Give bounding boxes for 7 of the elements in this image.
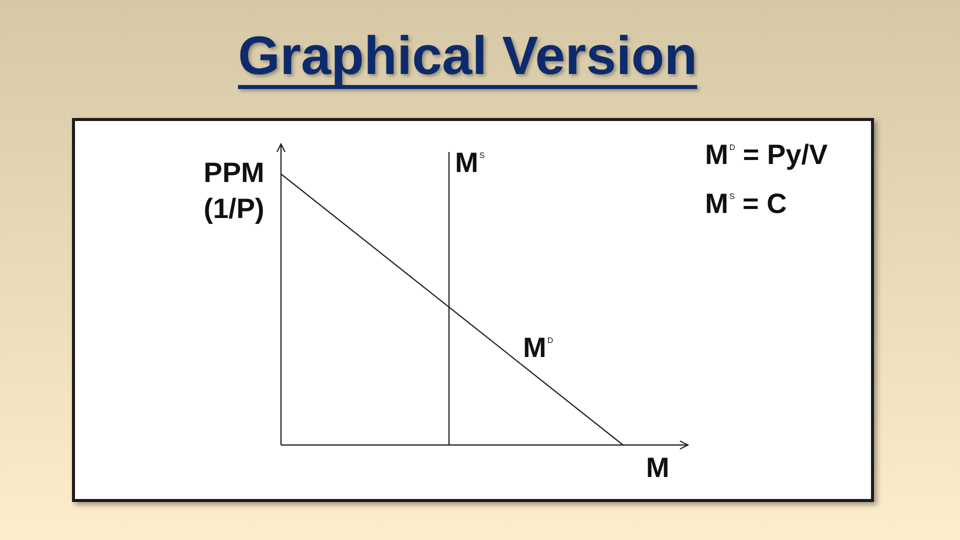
title: Graphical Version (238, 29, 698, 83)
curve-label: M$^{S}$ (455, 149, 485, 177)
curve-label: M$^{D}$ (523, 334, 554, 362)
equation: M$^{S}$ = C (705, 190, 787, 218)
axis-label: M (646, 454, 670, 482)
axis-label: PPM (1/P) (202, 156, 266, 226)
equation: M$^{D}$ = Py/V (705, 141, 828, 169)
